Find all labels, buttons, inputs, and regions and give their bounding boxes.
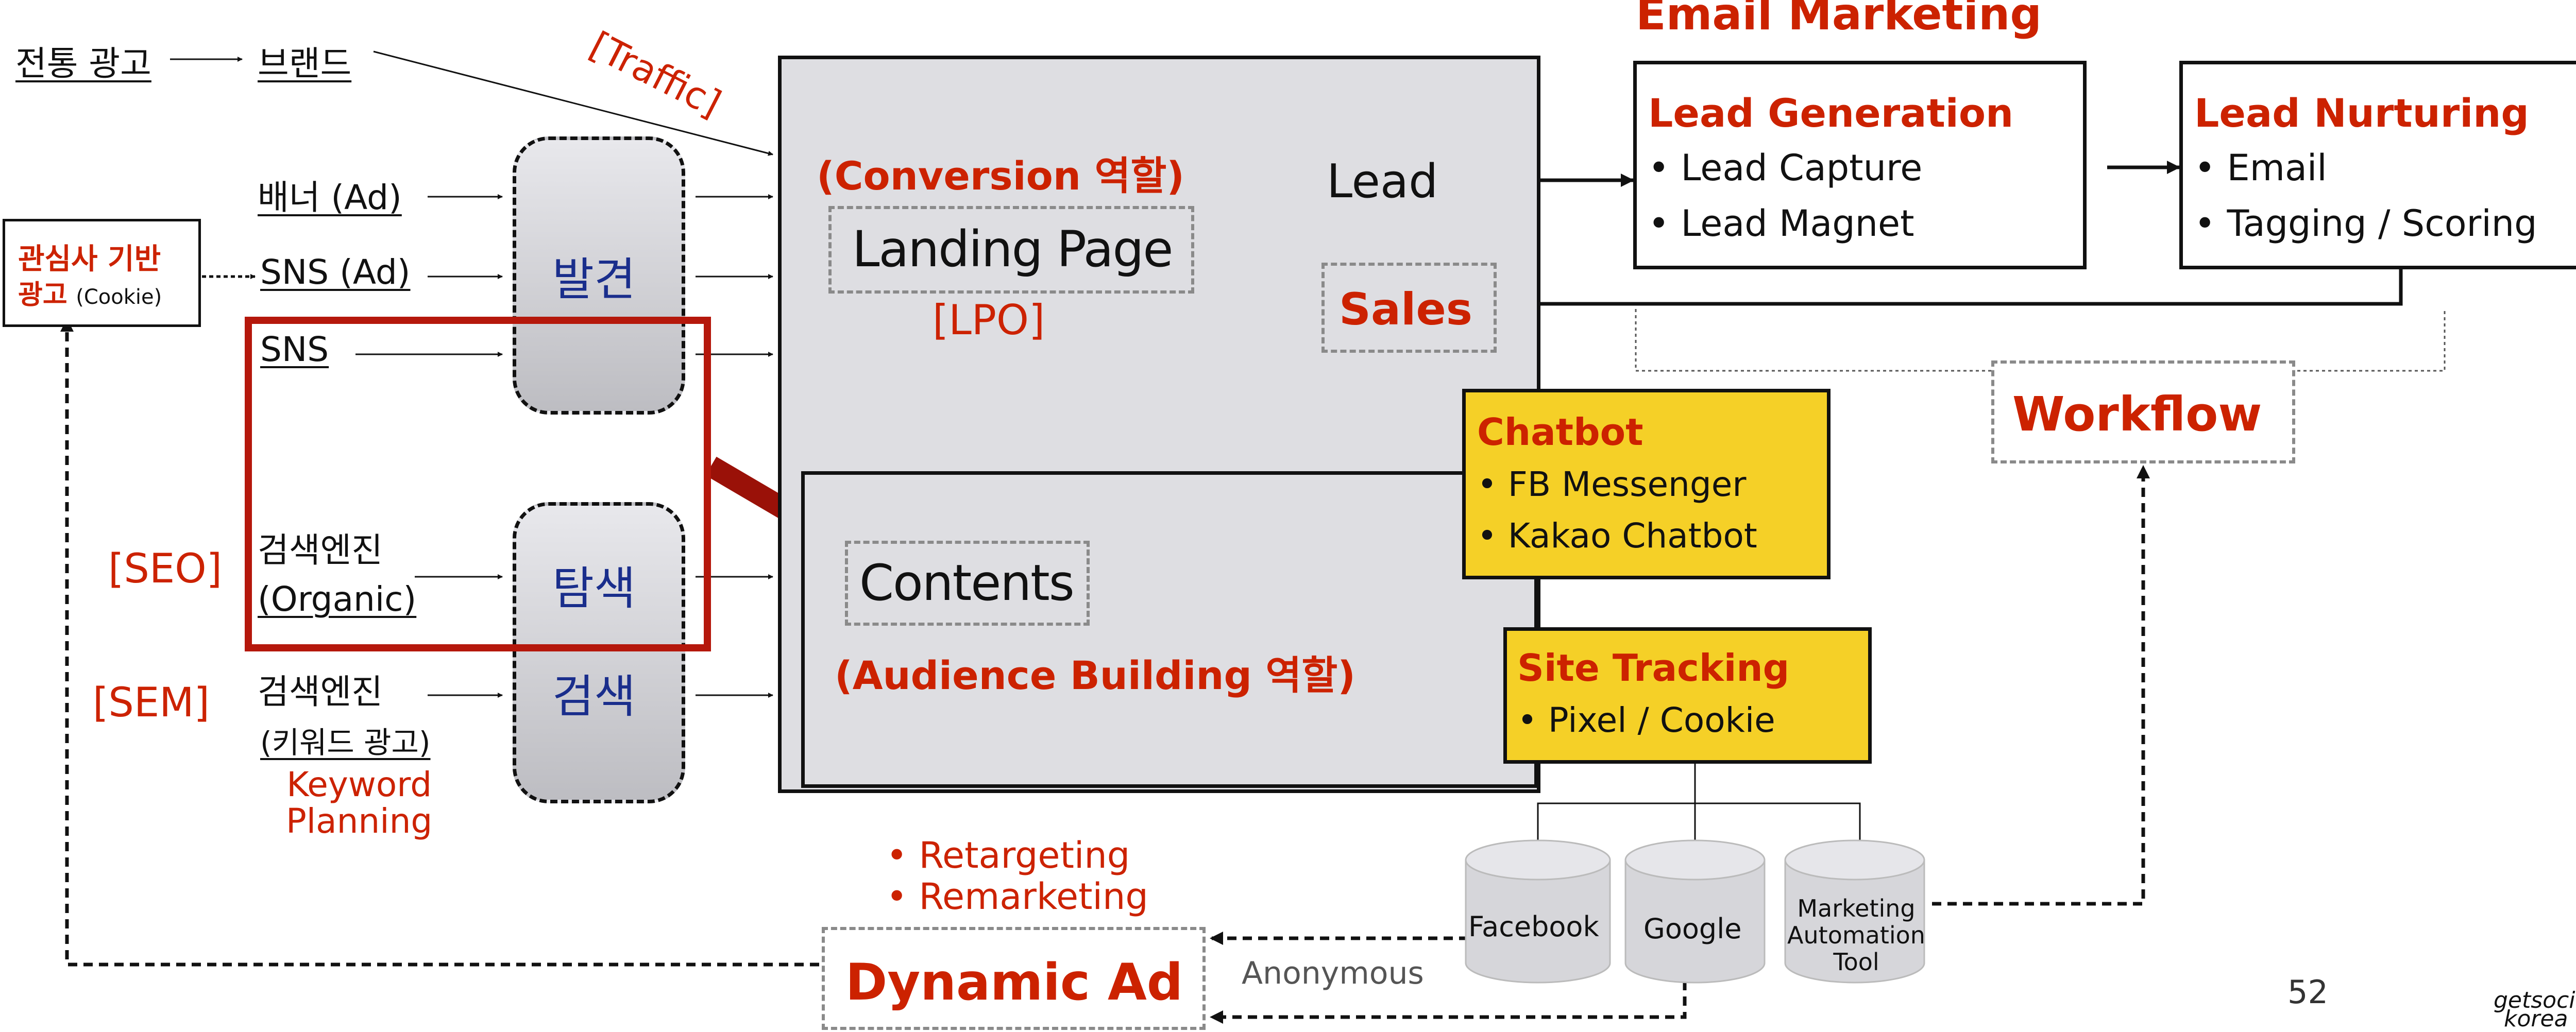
sns-search-highlight bbox=[245, 317, 711, 651]
keyword-planning-label: Keyword Planning bbox=[286, 765, 432, 841]
lead-nurturing-title: Lead Nurturing bbox=[2194, 90, 2529, 136]
remarketing-label: • Remarketing bbox=[886, 875, 1148, 918]
lead-generation-box: Lead Generation • Lead Capture • Lead Ma… bbox=[1633, 61, 2087, 269]
email-marketing-title: Email Marketing bbox=[1636, 0, 2042, 40]
arrow-dynamic-to-interest bbox=[60, 318, 819, 967]
keyword-planning-line-1: Keyword bbox=[286, 765, 432, 804]
tagging-scoring-item: • Tagging / Scoring bbox=[2194, 202, 2537, 245]
interest-ad-line-2: 광고 (Cookie) bbox=[18, 273, 162, 312]
landing-page-label: Landing Page bbox=[852, 220, 1173, 278]
brand-label: 브랜드 bbox=[258, 44, 352, 83]
discover-label: 발견 bbox=[552, 253, 636, 306]
audience-role-label: (Audience Building 역할) bbox=[835, 652, 1355, 698]
sns-ad-label: SNS (Ad) bbox=[260, 252, 411, 292]
lead-magnet-item: • Lead Magnet bbox=[1648, 202, 1914, 245]
mat-line-2: Automation bbox=[1787, 921, 1925, 949]
sales-box: Sales bbox=[1321, 263, 1497, 353]
search-organic-label-1: 검색엔진 bbox=[258, 530, 383, 570]
banner-ad-label: 배너 (Ad) bbox=[258, 178, 402, 217]
traditional-ad-label: 전통 광고 bbox=[15, 44, 151, 83]
explore-search-pill: 탐색 검색 bbox=[513, 502, 685, 803]
getsocial-logo: getsocial korea bbox=[2494, 987, 2576, 1032]
search-keyword-label-2: (키워드 광고) bbox=[260, 725, 431, 760]
fb-messenger-item: • FB Messenger bbox=[1477, 465, 1747, 504]
site-tracking-title: Site Tracking bbox=[1517, 646, 1790, 690]
arrow-brand-to-landing bbox=[373, 50, 773, 156]
lead-generation-title: Lead Generation bbox=[1648, 90, 2014, 136]
keyword-planning-line-2: Planning bbox=[286, 801, 433, 841]
google-db-shape bbox=[1624, 839, 1766, 984]
contents-label: Contents bbox=[859, 554, 1075, 612]
lead-nurturing-box: Lead Nurturing • Email • Tagging / Scori… bbox=[2179, 61, 2576, 269]
dynamic-ad-label: Dynamic Ad bbox=[845, 953, 1183, 1012]
contents-box: Contents bbox=[845, 541, 1090, 626]
mat-db-shape bbox=[1784, 839, 1925, 984]
workflow-label: Workflow bbox=[2012, 387, 2262, 442]
lpo-label: [LPO] bbox=[933, 296, 1045, 344]
anonymous-label: Anonymous bbox=[1242, 955, 1424, 991]
content-box bbox=[801, 471, 1538, 788]
cookie-label: (Cookie) bbox=[76, 285, 162, 309]
landing-page-box: Landing Page bbox=[828, 206, 1194, 294]
line-db-branch bbox=[1537, 802, 1861, 845]
chatbot-box: Chatbot • FB Messenger • Kakao Chatbot bbox=[1462, 389, 1831, 579]
logo-line-1: getsocial bbox=[2494, 987, 2576, 1013]
interest-ad-line-1: 관심사 기반 bbox=[18, 243, 161, 276]
discover-pill: 발견 bbox=[513, 136, 685, 415]
sns-label: SNS bbox=[260, 330, 329, 369]
mat-line-1: Marketing bbox=[1797, 895, 1916, 922]
retargeting-label: • Retargeting bbox=[886, 834, 1130, 876]
arrow-mat-to-workflow bbox=[1932, 465, 2150, 906]
site-tracking-box: Site Tracking • Pixel / Cookie bbox=[1503, 627, 1872, 764]
lead-label: Lead bbox=[1327, 154, 1438, 209]
chatbot-title: Chatbot bbox=[1477, 410, 1643, 454]
workflow-box: Workflow bbox=[1991, 360, 2295, 463]
sales-label: Sales bbox=[1339, 284, 1472, 335]
mat-db-label: Marketing Automation Tool bbox=[1787, 895, 1926, 975]
search-keyword-label-1: 검색엔진 bbox=[258, 672, 383, 712]
explore-label: 탐색 bbox=[552, 562, 636, 615]
dynamic-ad-box: Dynamic Ad bbox=[822, 927, 1206, 1030]
kakao-chatbot-item: • Kakao Chatbot bbox=[1477, 516, 1757, 556]
search-label: 검색 bbox=[552, 670, 636, 723]
facebook-db-shape bbox=[1465, 839, 1611, 984]
lead-capture-item: • Lead Capture bbox=[1648, 147, 1923, 189]
page-number: 52 bbox=[2287, 973, 2328, 1011]
seo-label: [SEO] bbox=[108, 546, 223, 592]
sem-label: [SEM] bbox=[93, 680, 210, 726]
interest-ad-word: 광고 bbox=[18, 280, 67, 311]
logo-line-2: korea bbox=[2504, 1006, 2568, 1032]
conversion-role-label: (Conversion 역할) bbox=[817, 153, 1185, 199]
mat-line-3: Tool bbox=[1833, 948, 1879, 976]
google-db-label: Google bbox=[1643, 913, 1742, 945]
arrow-nurturing-to-sales bbox=[1496, 268, 2403, 311]
arrow-google-to-dynamic bbox=[1210, 981, 1687, 1024]
email-item: • Email bbox=[2194, 147, 2327, 189]
interest-ad-box: 관심사 기반 광고 (Cookie) bbox=[3, 219, 201, 327]
facebook-db-label: Facebook bbox=[1468, 910, 1599, 943]
search-organic-label-2: (Organic) bbox=[258, 579, 417, 619]
pixel-cookie-item: • Pixel / Cookie bbox=[1517, 700, 1775, 740]
